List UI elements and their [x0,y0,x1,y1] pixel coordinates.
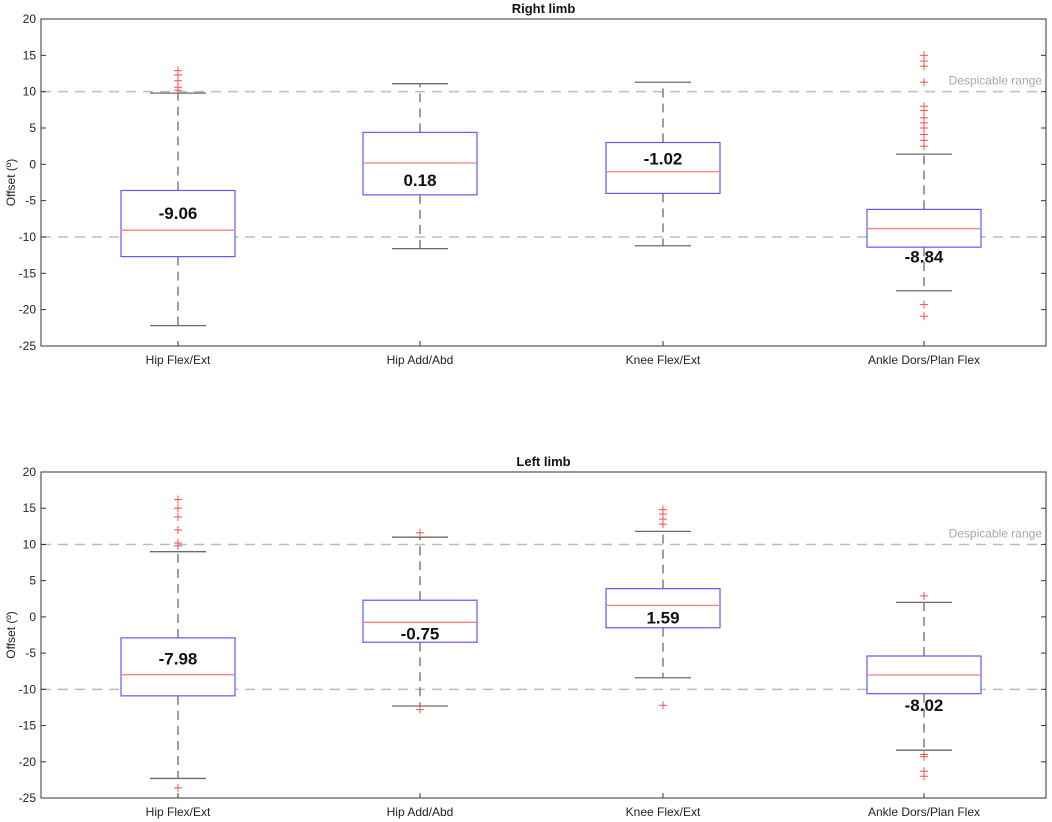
x-tick-label: Ankle Dors/Plan Flex [868,805,980,819]
x-tick-label: Knee Flex/Ext [626,353,701,367]
outlier-marker [659,701,667,710]
plot-frame [40,471,1047,799]
outlier-marker [920,113,928,122]
x-tick-label: Knee Flex/Ext [626,805,701,819]
chart-title: Left limb [516,454,570,469]
y-tick-label: 10 [23,85,37,99]
outlier-marker [174,504,182,513]
iqr-box [605,588,721,629]
median-value-label: -8.84 [905,248,944,267]
outlier-marker [174,66,182,75]
outlier-marker [920,102,928,111]
outlier-marker [659,505,667,514]
outlier-marker [920,300,928,309]
y-tick-label: 5 [29,121,36,135]
outlier-marker [920,78,928,87]
median-value-label: -8.02 [905,696,944,715]
outlier-marker [416,528,424,537]
outlier-marker [416,705,424,714]
y-axis-label: Offset (º) [4,611,18,659]
outlier-marker [920,752,928,761]
iqr-box [120,189,236,258]
x-tick-label: Ankle Dors/Plan Flex [868,353,980,367]
outlier-marker [920,51,928,60]
y-tick-label: 20 [23,465,37,479]
y-axis-label: Offset (º) [4,159,18,207]
x-tick-label: Hip Add/Abd [387,353,454,367]
y-tick-label: -5 [25,194,36,208]
y-tick-label: 0 [29,610,36,624]
y-tick-label: -5 [25,646,36,660]
y-tick-label: 15 [23,501,37,515]
outlier-marker [174,495,182,504]
y-tick-label: 10 [23,537,37,551]
median-value-label: -0.75 [401,624,440,643]
outlier-marker [174,512,182,521]
iqr-box [120,637,236,697]
iqr-box [605,141,721,195]
chart-title: Right limb [512,1,576,16]
outlier-marker [174,783,182,792]
y-tick-label: -25 [19,339,37,353]
median-value-label: -9.06 [159,204,198,223]
median-value-label: -1.02 [644,150,683,169]
y-tick-label: -15 [19,266,37,280]
y-tick-label: 5 [29,574,36,588]
y-tick-label: -15 [19,719,37,733]
x-tick-label: Hip Flex/Ext [146,805,211,819]
y-tick-label: 0 [29,157,36,171]
reference-range-label: Despicable range [949,74,1043,88]
y-tick-label: 20 [23,12,37,26]
outlier-marker [920,772,928,781]
reference-range-label: Despicable range [949,526,1043,540]
outlier-marker [920,312,928,321]
plot-frame [40,18,1047,347]
y-tick-label: -20 [19,755,37,769]
y-tick-label: -10 [19,230,37,244]
outlier-marker [174,525,182,534]
median-value-label: 0.18 [403,171,436,190]
x-tick-label: Hip Add/Abd [387,805,454,819]
median-value-label: -7.98 [159,650,198,669]
outlier-marker [174,538,182,547]
outlier-marker [920,591,928,600]
y-tick-label: 15 [23,48,37,62]
x-tick-label: Hip Flex/Ext [146,353,211,367]
median-value-label: 1.59 [646,608,679,627]
y-tick-label: -10 [19,682,37,696]
y-tick-label: -20 [19,303,37,317]
y-tick-label: -25 [19,791,37,805]
iqr-box [362,599,478,643]
